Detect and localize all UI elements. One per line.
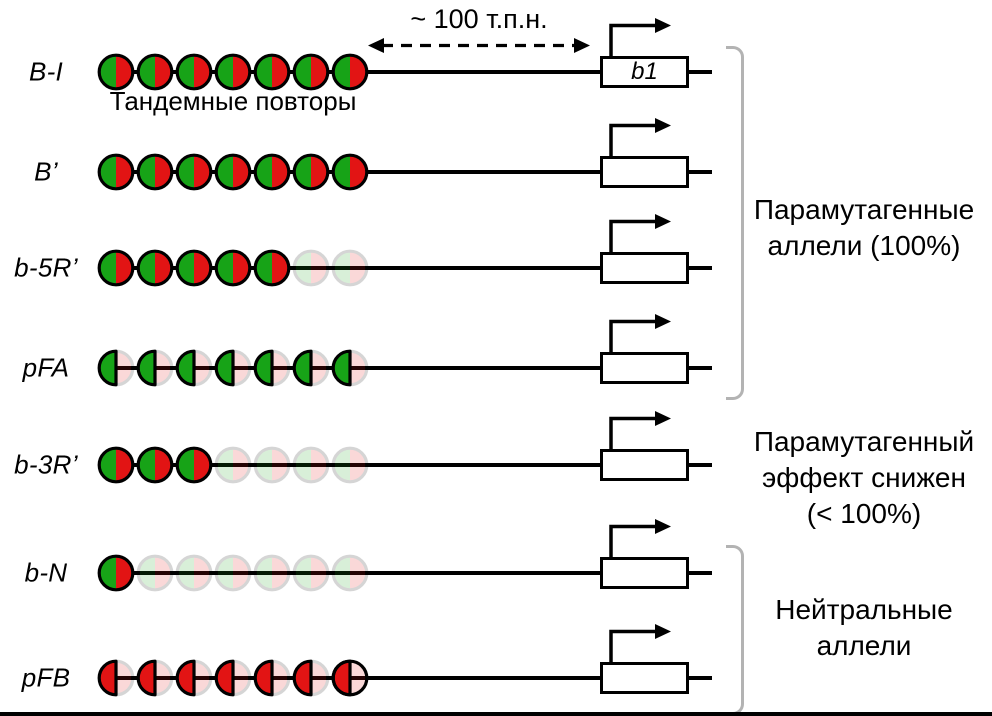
transcription-arrow-icon	[609, 314, 671, 357]
repeat-unit-full	[136, 53, 174, 91]
repeat-unit-full	[214, 53, 252, 91]
gene-box	[600, 252, 689, 284]
transcription-arrow-icon	[609, 624, 671, 667]
repeat-unit-full	[253, 53, 291, 91]
repeat-unit-full	[292, 53, 330, 91]
repeat-unit-half-red-circle	[331, 659, 369, 697]
repeat-unit-half-red	[214, 659, 252, 697]
annotation-neutral: Нейтральные аллели	[775, 594, 953, 661]
allele-label: B’	[34, 156, 58, 187]
repeat-unit-full	[136, 153, 174, 191]
transcription-arrow-icon	[609, 18, 671, 61]
repeat-unit-full	[175, 153, 213, 191]
repeat-unit-half-green	[136, 349, 174, 387]
repeat-unit-full	[175, 446, 213, 484]
distance-arrow-icon	[368, 38, 590, 53]
repeat-unit-full	[136, 446, 174, 484]
repeat-unit-ghost	[292, 249, 330, 287]
repeat-unit-full	[97, 153, 135, 191]
repeat-unit-ghost	[331, 554, 369, 592]
repeat-unit-ghost	[214, 446, 252, 484]
repeat-unit-ghost	[253, 446, 291, 484]
repeats-caption: Тандемные повторы	[109, 86, 357, 116]
repeat-unit-ghost	[214, 554, 252, 592]
gene-box: b1	[600, 56, 689, 88]
repeat-unit-half-red	[97, 659, 135, 697]
dna-line	[100, 463, 712, 467]
repeat-unit-full	[292, 153, 330, 191]
annotation-reduced-effect: Парамутагенный эффект снижен (< 100%)	[753, 426, 975, 529]
dna-line	[100, 170, 712, 174]
repeat-unit-ghost	[136, 554, 174, 592]
transcription-arrow-icon	[609, 411, 671, 454]
tandem-repeats	[97, 446, 369, 484]
repeat-unit-full	[97, 53, 135, 91]
repeat-unit-half-green	[253, 349, 291, 387]
bracket-neutral-group	[726, 545, 744, 712]
repeat-unit-ghost	[292, 446, 330, 484]
tandem-repeats	[97, 153, 369, 191]
repeat-unit-full	[97, 249, 135, 287]
dna-line	[100, 266, 712, 270]
repeat-unit-full	[253, 153, 291, 191]
gene-box	[600, 449, 689, 481]
tandem-repeats	[97, 249, 369, 287]
repeat-unit-half-red	[175, 659, 213, 697]
transcription-arrow-icon	[609, 214, 671, 257]
repeat-unit-full	[97, 554, 135, 592]
repeat-unit-ghost	[331, 446, 369, 484]
repeat-unit-half-green	[331, 349, 369, 387]
tandem-repeats	[97, 349, 369, 387]
gene-label: b1	[631, 58, 658, 85]
tandem-repeats	[97, 554, 369, 592]
distance-label: ~ 100 т.п.н.	[410, 4, 548, 34]
gene-box	[600, 557, 689, 589]
allele-label: B-I	[28, 56, 64, 87]
transcription-arrow-icon	[609, 118, 671, 161]
annotation-paramutagenic: Парамутагенные аллели (100%)	[753, 194, 975, 261]
dna-line	[100, 366, 712, 370]
repeat-unit-full	[97, 446, 135, 484]
repeat-unit-full	[136, 249, 174, 287]
repeat-unit-full	[214, 153, 252, 191]
dna-line	[100, 676, 712, 680]
allele-label: pFB	[21, 662, 71, 693]
repeat-unit-ghost	[253, 554, 291, 592]
transcription-arrow-icon	[609, 519, 671, 562]
repeat-unit-half-green	[292, 349, 330, 387]
repeat-unit-ghost	[175, 554, 213, 592]
repeat-unit-ghost	[331, 249, 369, 287]
allele-label: pFA	[22, 352, 70, 383]
tandem-repeats	[97, 659, 369, 697]
repeat-unit-full	[214, 249, 252, 287]
dna-line	[100, 571, 712, 575]
repeat-unit-full	[253, 249, 291, 287]
gene-box	[600, 662, 689, 694]
repeat-unit-full	[175, 53, 213, 91]
repeat-unit-half-red	[136, 659, 174, 697]
gene-box	[600, 156, 689, 188]
repeat-unit-full	[331, 153, 369, 191]
allele-label: b-5R’	[14, 252, 78, 283]
gene-box	[600, 352, 689, 384]
tandem-repeats	[97, 53, 369, 91]
repeat-unit-half-red	[253, 659, 291, 697]
repeat-unit-half-green	[97, 349, 135, 387]
bracket-paramutagenic-group	[726, 46, 744, 400]
dna-line	[100, 70, 712, 74]
allele-label: b-N	[24, 557, 68, 588]
repeat-unit-full	[331, 53, 369, 91]
repeat-unit-ghost	[292, 554, 330, 592]
repeat-unit-half-red	[292, 659, 330, 697]
repeat-unit-full	[175, 249, 213, 287]
repeat-unit-half-green	[214, 349, 252, 387]
allele-label: b-3R’	[14, 449, 78, 480]
repeat-unit-half-green	[175, 349, 213, 387]
